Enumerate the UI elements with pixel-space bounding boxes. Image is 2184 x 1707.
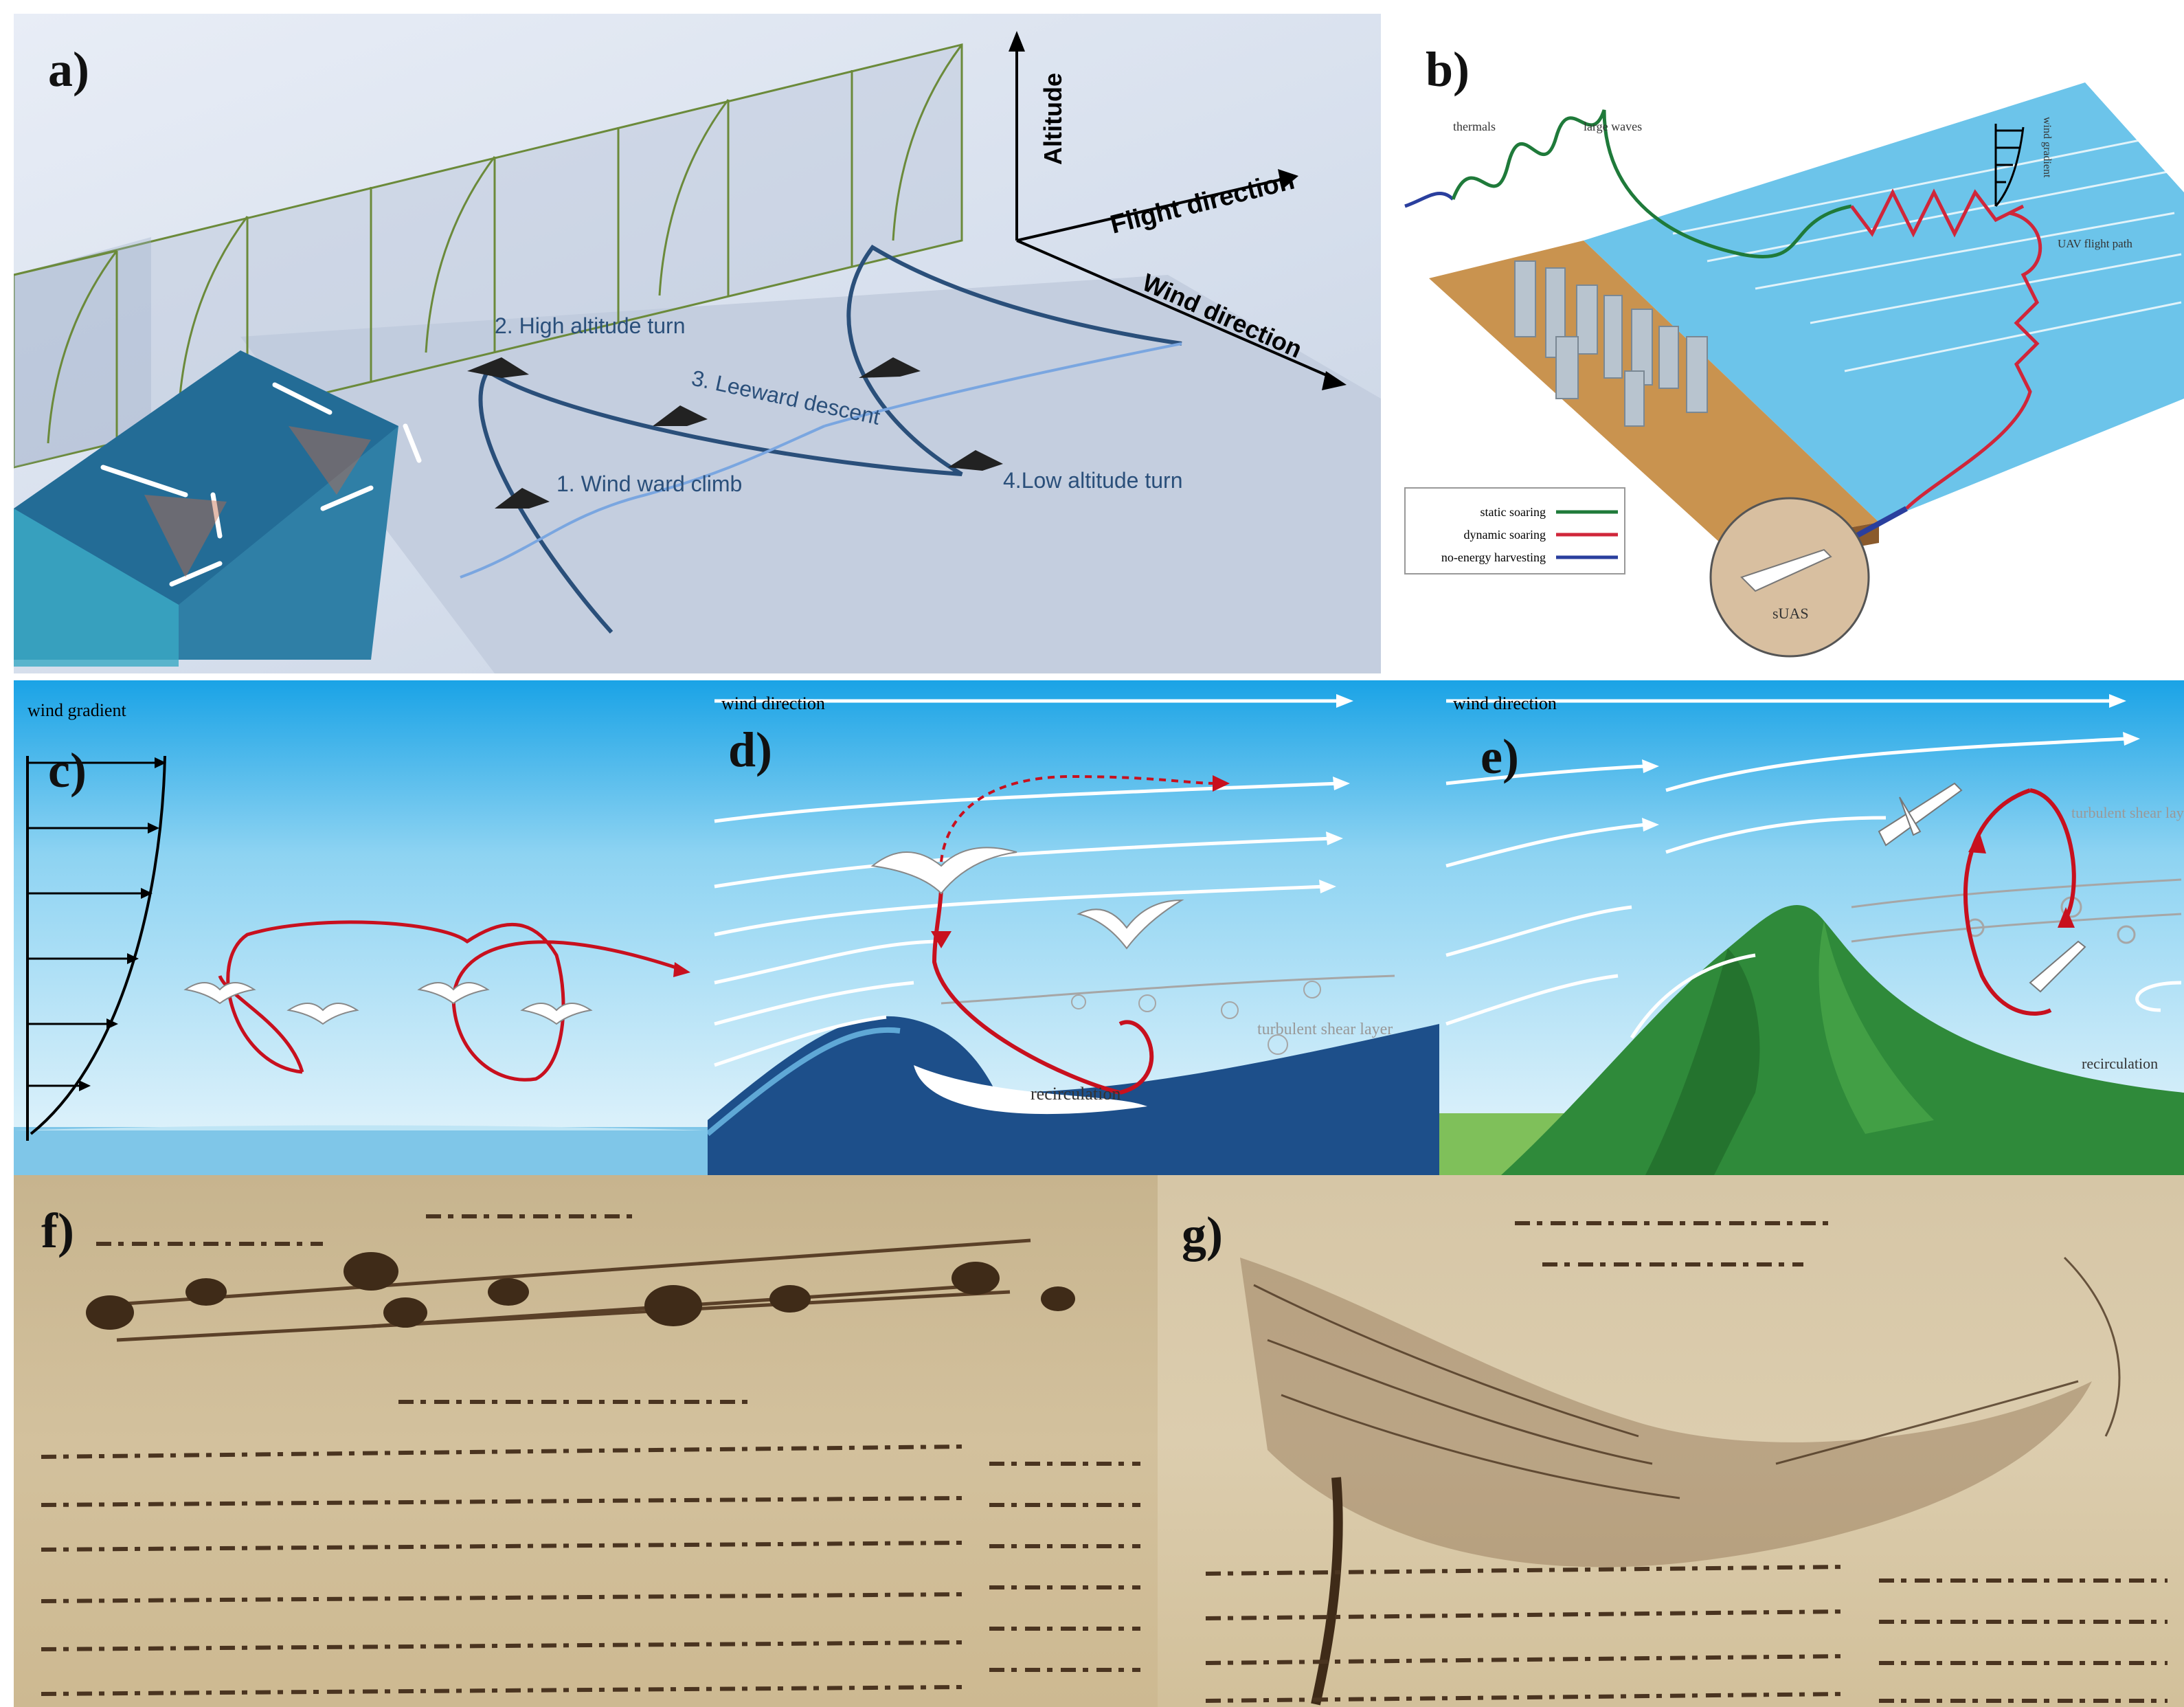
recirculation-zone <box>914 1065 1147 1115</box>
dynamic-soaring-3d-diagram: Altitude Flight direction Wind direction… <box>14 31 1381 673</box>
panel-f: f) <box>14 1175 1158 1707</box>
legend-static: static soaring <box>1481 505 1546 519</box>
axis-altitude-label: Altitude <box>1039 73 1067 165</box>
phase-2-label: 2. High altitude turn <box>495 313 686 338</box>
phase-4-label: 4.Low altitude turn <box>1003 468 1183 493</box>
mirror-script-lines <box>41 1214 1140 1696</box>
wind-streamlines <box>714 699 1340 1067</box>
no-energy-path <box>1404 191 1454 208</box>
panel-b-label: b) <box>1426 42 1470 97</box>
shear-layer <box>1851 878 2182 944</box>
continuation-path <box>939 774 1217 887</box>
axes <box>1015 41 1333 379</box>
bird-silhouettes <box>467 357 1003 509</box>
land-surface <box>1429 241 1879 550</box>
panel-e: wind direction turbulent shear layer rec… <box>1439 680 2184 1175</box>
wind-profile-arrows <box>27 761 158 1087</box>
suas-soaring-diagram: sUAS thermals large waves wind gradient … <box>1404 82 2184 658</box>
slope-soaring-diagram: wind direction turbulent shear layer rec… <box>1439 693 2184 1175</box>
panel-c-label: c) <box>48 743 87 798</box>
panel-a: Altitude Flight direction Wind direction… <box>14 14 1381 673</box>
legend-no-energy: no-energy harvesting <box>1441 550 1546 564</box>
wave-soaring-diagram: wind direction turbulent shear layer rec… <box>708 693 1439 1175</box>
shear-layer <box>941 974 1395 1005</box>
albatross-group <box>100 382 422 587</box>
bird-flight-sketch <box>95 1238 1031 1342</box>
panel-c: wind gradient c) <box>14 680 708 1175</box>
wind-profile <box>26 755 166 1141</box>
panel-d: wind direction turbulent shear layer rec… <box>708 680 1439 1175</box>
leonardo-codex-sketch-birds <box>41 1214 1140 1696</box>
wind-direction-title-d: wind direction <box>721 693 825 713</box>
water-surface <box>1584 82 2184 522</box>
panel-b: sUAS thermals large waves wind gradient … <box>1398 14 2184 673</box>
wind-direction-title-e: wind direction <box>1453 693 1557 713</box>
soaring-loop <box>1963 788 2052 1016</box>
legend: static soaring dynamic soaring no-energy… <box>1404 487 1625 574</box>
city-buildings <box>1514 260 1708 427</box>
bird-icons <box>183 982 593 1025</box>
panel-a-label: a) <box>48 42 89 97</box>
thermals-label: thermals <box>1453 120 1496 133</box>
glider-icons <box>1878 782 2086 993</box>
phase-1-label: 1. Wind ward climb <box>556 471 742 496</box>
wind-gradient-label: wind gradient <box>2041 117 2053 178</box>
wind-profile-frames <box>14 44 963 444</box>
sketched-birds <box>86 1252 1075 1330</box>
recirculation-label-d: recirculation <box>1031 1084 1121 1104</box>
panel-g-label: g) <box>1182 1207 1223 1262</box>
recirculation-label-e: recirculation <box>2082 1055 2158 1072</box>
leonardo-codex-sketch-wind <box>1205 1221 2168 1706</box>
wind-gradient-icon <box>1994 124 2025 207</box>
shear-label-d: turbulent shear layer <box>1257 1020 1393 1038</box>
large-waves-label: large waves <box>1584 120 1642 133</box>
shear-label-e: turbulent shear layer <box>2071 804 2184 821</box>
wind-gradient-title: wind gradient <box>27 700 126 720</box>
legend-dynamic: dynamic soaring <box>1464 528 1546 542</box>
panel-d-label: d) <box>728 722 773 777</box>
suas-label: sUAS <box>1772 605 1809 622</box>
panel-g: g) <box>1158 1175 2184 1707</box>
axis-flight-direction-label: Flight direction <box>1107 166 1297 240</box>
panel-f-label: f) <box>41 1203 74 1258</box>
mirror-script-lines <box>1205 1221 2168 1703</box>
flight-path <box>478 245 1182 634</box>
panel-e-label: e) <box>1481 729 1519 784</box>
soaring-path <box>932 886 1121 1095</box>
suas-inset <box>1709 497 1870 658</box>
ground-track <box>460 425 825 579</box>
bird-icons <box>870 847 1184 950</box>
wind-streamlines <box>1445 699 2127 1039</box>
uav-path-label: UAV flight path <box>2058 237 2132 250</box>
ocean-wave <box>708 1016 1439 1175</box>
dynamic-soaring-path <box>1850 188 2025 238</box>
soaring-loop-path <box>226 920 681 1082</box>
axis-arrowheads <box>1009 31 1347 390</box>
wind-gradient-soaring-diagram: wind gradient <box>14 700 708 1175</box>
wind-vortex-sketch <box>1240 1258 2092 1567</box>
tree-trunk <box>1311 1477 1343 1706</box>
static-soaring-path <box>1451 109 1852 259</box>
